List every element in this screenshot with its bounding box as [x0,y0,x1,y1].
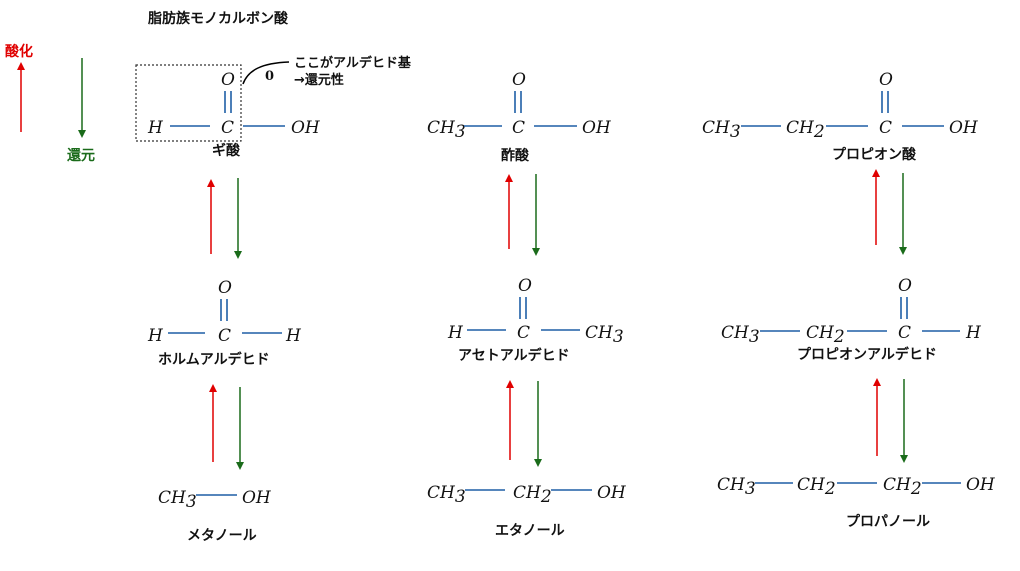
formaldehyde-o-atom: O [218,278,232,298]
oxidation-legend-label: 酸化 [5,43,33,60]
ethanol-ch2-group: CH2 [513,483,552,507]
propionic-acid-o-atom: O [879,70,893,90]
acetaldehyde-ch3-group: CH3 [585,323,624,347]
formic-acid-c-atom: C [221,118,234,138]
formaldehyde-label: ホルムアルデヒド [158,351,270,368]
annotation-o-mark: 0 [265,69,274,84]
propionic-acid-c-atom: C [879,118,892,138]
propionic-acid-oh-group: OH [949,118,979,138]
methanol-label: メタノール [187,528,257,544]
propanol-ch3-group: CH3 [717,475,756,499]
propanol-ch2-group-1: CH2 [797,475,836,499]
diagram-title: 脂肪族モノカルボン酸 [147,10,289,27]
acetaldehyde-o-atom: O [518,276,532,296]
formic-acid-label: ギ酸 [212,142,241,159]
acetic-acid-c-atom: C [512,118,525,138]
acetic-acid-o-atom: O [512,70,526,90]
propionic-acid-ch3-group: CH3 [702,118,741,142]
acetic-acid-ch3-group: CH3 [427,118,466,142]
acetic-acid-label: 酢酸 [501,147,530,164]
ethanol-oh-group: OH [597,483,627,503]
formic-acid-o-atom: O [221,70,235,90]
formic-acid-oh-group: OH [291,118,321,138]
propanol-ch2-group-2: CH2 [883,475,922,499]
reduction-legend-label: 還元 [67,147,95,164]
propanol-label: プロパノール [846,514,930,530]
propionaldehyde-ch3-group: CH3 [721,323,760,347]
annotation-pointer-curve [242,61,290,85]
formaldehyde-c-atom: C [218,326,231,346]
acetaldehyde-h-atom: H [447,323,464,343]
ethanol-ch3-group: CH3 [427,483,466,507]
acetic-acid-oh-group: OH [582,118,612,138]
propionaldehyde-o-atom: O [898,276,912,296]
propionaldehyde-c-atom: C [898,323,911,343]
methanol-ch3-group: CH3 [158,488,197,512]
propionaldehyde-label: プロピオンアルデヒド [797,346,937,363]
formaldehyde-h-right: H [285,326,302,346]
propionic-acid-ch2-group: CH2 [786,118,825,142]
formaldehyde-h-left: H [147,326,164,346]
methanol-oh-group: OH [242,488,272,508]
formic-acid-h-atom: H [147,118,164,138]
aldehyde-group-highlight-box [135,64,242,142]
propionic-acid-label: プロピオン酸 [832,146,917,163]
propionaldehyde-h-atom: H [965,323,982,343]
propionaldehyde-ch2-group: CH2 [806,323,845,347]
ethanol-label: エタノール [495,523,565,539]
annotation-line-1: ここがアルデヒド基 [294,55,412,71]
annotation-line-2: →還元性 [294,72,344,88]
propanol-oh-group: OH [966,475,996,495]
acetaldehyde-label: アセトアルデヒド [458,347,570,364]
acetaldehyde-c-atom: C [517,323,530,343]
